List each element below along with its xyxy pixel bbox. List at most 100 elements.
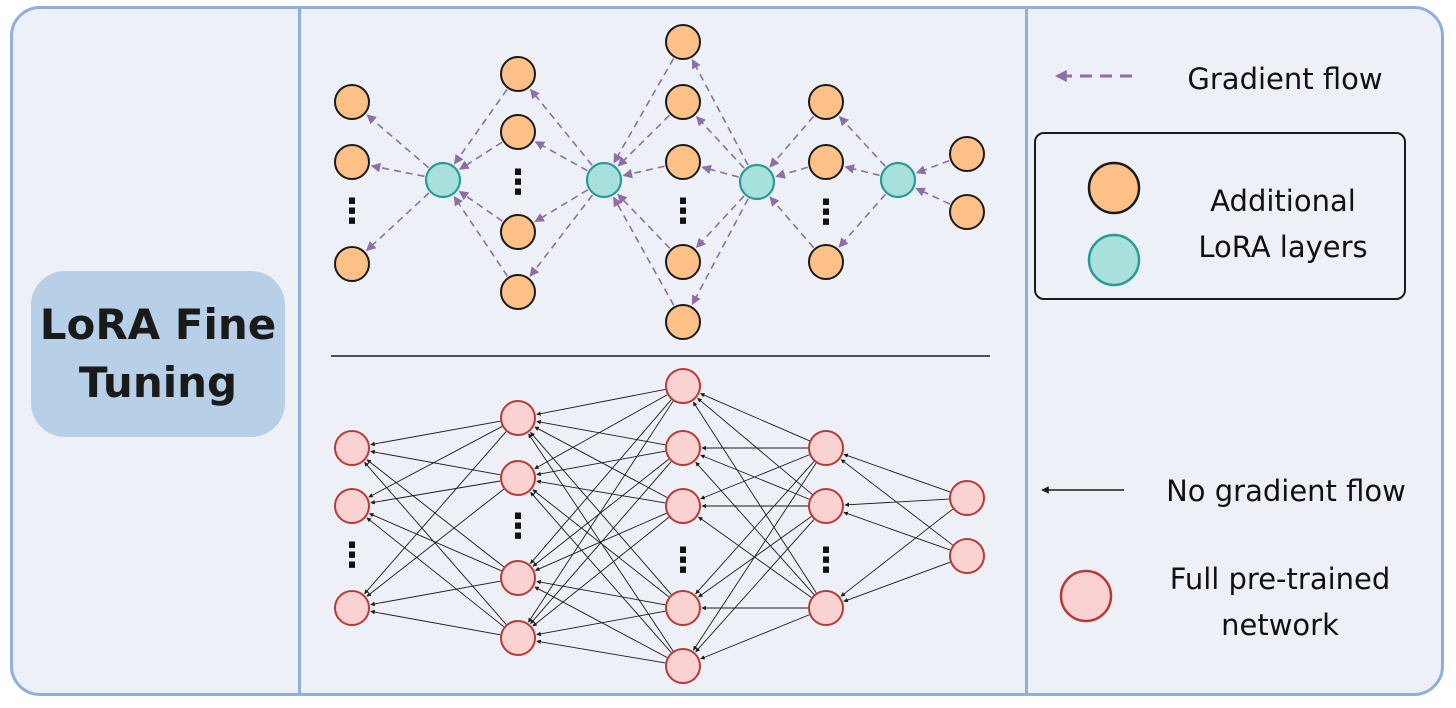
gradient-edge	[458, 190, 503, 222]
gradient-edge	[613, 58, 675, 164]
lora-bottleneck-node	[585, 161, 623, 199]
pretrained-nodes	[334, 368, 985, 684]
no-gradient-edge	[528, 433, 674, 652]
gradient-edge	[695, 195, 745, 249]
gradient-edge	[838, 193, 887, 248]
no-gradient-edge	[536, 450, 666, 477]
no-gradient-edge	[370, 609, 501, 636]
pretrained-node	[334, 430, 370, 466]
no-gradient-edge	[700, 393, 810, 442]
pretrained-node	[665, 430, 701, 466]
ellipsis-mark: ⋮	[501, 163, 535, 203]
ellipsis-mark: ⋮	[809, 541, 843, 581]
pretrained-node	[665, 590, 701, 626]
gradient-edge	[534, 189, 589, 223]
no-gradient-edge	[536, 639, 666, 664]
gradient-edge	[701, 164, 739, 178]
no-gradient-edge	[366, 459, 505, 568]
pretrained-node	[808, 430, 844, 466]
gradient-edge	[691, 198, 749, 306]
gradient-edge	[769, 196, 815, 249]
lora-node	[665, 244, 701, 280]
lora-node	[949, 194, 985, 230]
no-gradient-edge	[370, 420, 501, 447]
pretrained-node	[808, 488, 844, 524]
no-gradient-edge	[698, 516, 812, 598]
no-gradient-edge	[534, 586, 668, 658]
no-gradient-edge	[366, 517, 505, 628]
no-gradient-edge	[530, 399, 672, 564]
no-gradient-edge	[534, 394, 668, 470]
no-gradient-flow-label: No gradient flow	[1166, 474, 1406, 508]
pretrained-node	[665, 488, 701, 524]
lora-node	[334, 144, 370, 180]
no-gradient-edge	[536, 579, 666, 606]
ellipsis-mark: ⋮	[666, 541, 700, 581]
no-gradient-edge	[840, 508, 954, 597]
gradient-edge	[617, 114, 671, 167]
title-badge: LoRA Fine Tuning	[31, 271, 285, 437]
ellipsis-mark: ⋮	[335, 192, 369, 232]
pretrained-node	[500, 620, 536, 656]
gradient-edge	[775, 166, 808, 179]
lora-node	[808, 244, 844, 280]
lora-node-legend-icon	[1087, 161, 1141, 215]
gradient-edge	[365, 192, 430, 252]
no-gradient-edge	[532, 458, 670, 567]
pretrained-node	[949, 538, 985, 574]
diagram-frame: LoRA Fine Tuning	[10, 6, 1444, 696]
lora-bottleneck-node	[879, 161, 917, 199]
no-gradient-edge	[695, 519, 815, 653]
no-gradient-edge	[840, 459, 953, 546]
gradient-edge	[915, 159, 950, 175]
lora-node	[500, 214, 536, 250]
gradient-edge	[453, 89, 508, 165]
lora-node	[808, 144, 844, 180]
pretrained-node	[500, 560, 536, 596]
no-gradient-edge	[843, 453, 951, 493]
pretrained-node	[500, 400, 536, 436]
ellipsis-marks: ⋮⋮⋮⋮⋮⋮⋮⋮	[335, 163, 843, 581]
lora-node	[665, 144, 701, 180]
no-gradient-edge	[364, 461, 507, 625]
no-gradient-edge	[536, 419, 666, 446]
lora-node	[334, 84, 370, 120]
gradient-edge	[838, 115, 886, 167]
no-gradient-edge	[366, 488, 505, 597]
no-gradient-edge	[695, 461, 815, 595]
no-gradient-edge	[700, 454, 810, 500]
ellipsis-mark: ⋮	[501, 507, 535, 547]
no-gradient-edge	[370, 449, 501, 476]
lora-node	[500, 274, 536, 310]
lora-legend-box	[1034, 132, 1406, 300]
pretrained-edges	[364, 388, 954, 664]
pretrained-node	[334, 590, 370, 626]
gradient-edge	[622, 165, 665, 179]
pretrained-node	[665, 368, 701, 404]
no-gradient-edge	[530, 491, 672, 653]
lora-bottleneck-legend-icon	[1087, 233, 1141, 287]
no-gradient-edge	[535, 512, 667, 571]
gradient-edge	[613, 196, 675, 306]
no-gradient-edge	[698, 516, 812, 598]
lora-node	[500, 114, 536, 150]
no-gradient-edge	[364, 431, 507, 595]
gradient-edge	[529, 194, 594, 277]
gradient-edge	[617, 193, 671, 249]
lora-node	[808, 84, 844, 120]
lora-bottleneck-node	[738, 163, 776, 201]
no-gradient-edge	[700, 614, 810, 660]
lora-node	[665, 24, 701, 60]
no-gradient-edge	[528, 400, 674, 623]
gradient-edge	[769, 115, 815, 168]
pretrained-node	[665, 648, 701, 684]
no-gradient-edge	[695, 461, 815, 595]
no-gradient-edge	[532, 516, 670, 627]
lora-node	[949, 136, 985, 172]
lora-gradient-edges	[365, 58, 951, 306]
pretrained-node	[949, 480, 985, 516]
pretrained-node	[808, 590, 844, 626]
gradient-edge	[366, 114, 430, 169]
lora-nodes	[334, 24, 985, 340]
lora-bottleneck-node	[424, 161, 462, 199]
